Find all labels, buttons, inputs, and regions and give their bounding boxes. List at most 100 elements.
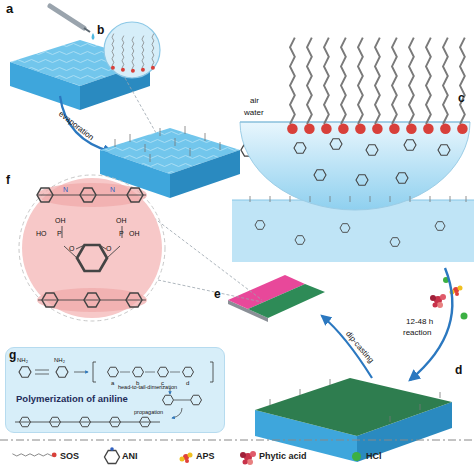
atom-label: d [186, 380, 189, 386]
zoom-line [125, 78, 160, 140]
bond [174, 400, 190, 401]
highlight [37, 183, 147, 207]
sos-molecule [423, 38, 434, 134]
sos-molecule [151, 34, 155, 70]
equilibrium-arrow [35, 370, 49, 374]
zoom-line [150, 215, 262, 300]
atom-label: c [161, 380, 164, 386]
benzene-ring [20, 417, 31, 427]
bond [62, 226, 122, 258]
sos-molecule [457, 38, 468, 134]
sos-layer [250, 196, 466, 202]
water-side [170, 150, 240, 198]
ani-icon [105, 451, 120, 464]
atom-label: NH₂ [17, 357, 28, 363]
zoom-circle [19, 175, 165, 321]
legend-label: HCl [366, 452, 382, 461]
droplet [92, 33, 95, 40]
atom-label: OH [129, 230, 140, 237]
benzene-ring [183, 367, 194, 377]
zoom-line [158, 280, 262, 302]
sos-molecule [406, 38, 417, 134]
annotation: reaction [403, 329, 431, 337]
sos-molecule [121, 36, 125, 72]
hcl-molecule [461, 313, 468, 320]
annotation: air [250, 97, 259, 105]
separator-line [0, 440, 474, 441]
annotation: 12-48 h [406, 318, 433, 326]
benzene-ring [133, 367, 144, 377]
aniline-molecule [438, 145, 450, 155]
aniline-molecule [390, 238, 400, 247]
benzene-ring [163, 395, 174, 405]
panel-letter: a [6, 2, 13, 15]
legend-label: SOS [60, 452, 79, 461]
annotation: water [244, 109, 264, 117]
atom-label: NH₂ [54, 357, 65, 363]
atom-label: N [63, 186, 68, 193]
benzene-ring [158, 367, 169, 377]
aniline-molecule [435, 222, 445, 231]
sos-molecule [372, 38, 383, 134]
atom-label: N [110, 186, 115, 193]
atom-label: HO [36, 230, 47, 237]
sos-molecule [338, 38, 349, 134]
aniline-molecule [295, 236, 305, 245]
benzene-ring [56, 367, 68, 377]
benzene-ring [37, 188, 53, 202]
box-title: Polymerization of aniline [16, 393, 128, 404]
aniline-molecule [255, 221, 265, 230]
zoom-circle [22, 178, 162, 318]
air-water-line [240, 122, 470, 123]
atom-label: a [111, 380, 114, 386]
phytic-acid-icon [240, 451, 256, 465]
benzene-ring [80, 417, 91, 427]
benzene-ring [19, 367, 31, 377]
legend-label: Phytic acid [259, 452, 307, 461]
interface-zoom [240, 122, 470, 210]
aniline-molecule [404, 140, 416, 150]
reaction-arrow [172, 408, 182, 418]
reaction-arrow [74, 372, 88, 373]
sos-molecule [355, 38, 366, 134]
benzene-ring [42, 293, 58, 307]
annotation: evaporation [57, 110, 95, 142]
aniline-molecule [340, 224, 350, 233]
legend-label: APS [196, 452, 215, 461]
water-side [10, 62, 80, 110]
aniline-molecule [356, 175, 368, 185]
benzene-ring [50, 417, 61, 427]
sos-molecule [389, 38, 400, 134]
aniline-molecule [396, 173, 408, 183]
sos-layer [270, 379, 440, 422]
polymer-chain [38, 195, 146, 196]
nitrogen-atom [110, 447, 114, 451]
sos-molecule [440, 38, 451, 134]
sos-molecule [321, 38, 332, 134]
legend-label: ANI [122, 452, 138, 461]
sos-molecule [111, 34, 115, 70]
pipette [50, 6, 84, 28]
panel-letter: f [6, 174, 10, 186]
sos-molecule [287, 38, 298, 134]
legend-swatch [352, 452, 361, 461]
aniline-molecule [330, 139, 342, 149]
sos-icon [12, 452, 56, 457]
benzene-ring [108, 367, 119, 377]
atom-label: O [69, 245, 74, 252]
atom-label: OH [116, 217, 127, 224]
benzene-ring [110, 417, 121, 427]
panel-letter: e [214, 288, 221, 300]
resonance-arrow [120, 372, 180, 373]
sos-molecule [304, 38, 315, 134]
sos-molecule [131, 37, 135, 73]
panel-letter: c [458, 92, 465, 104]
pani-film [255, 378, 452, 436]
benzene-ring [140, 417, 151, 427]
phytic-acid-molecule [430, 294, 446, 308]
